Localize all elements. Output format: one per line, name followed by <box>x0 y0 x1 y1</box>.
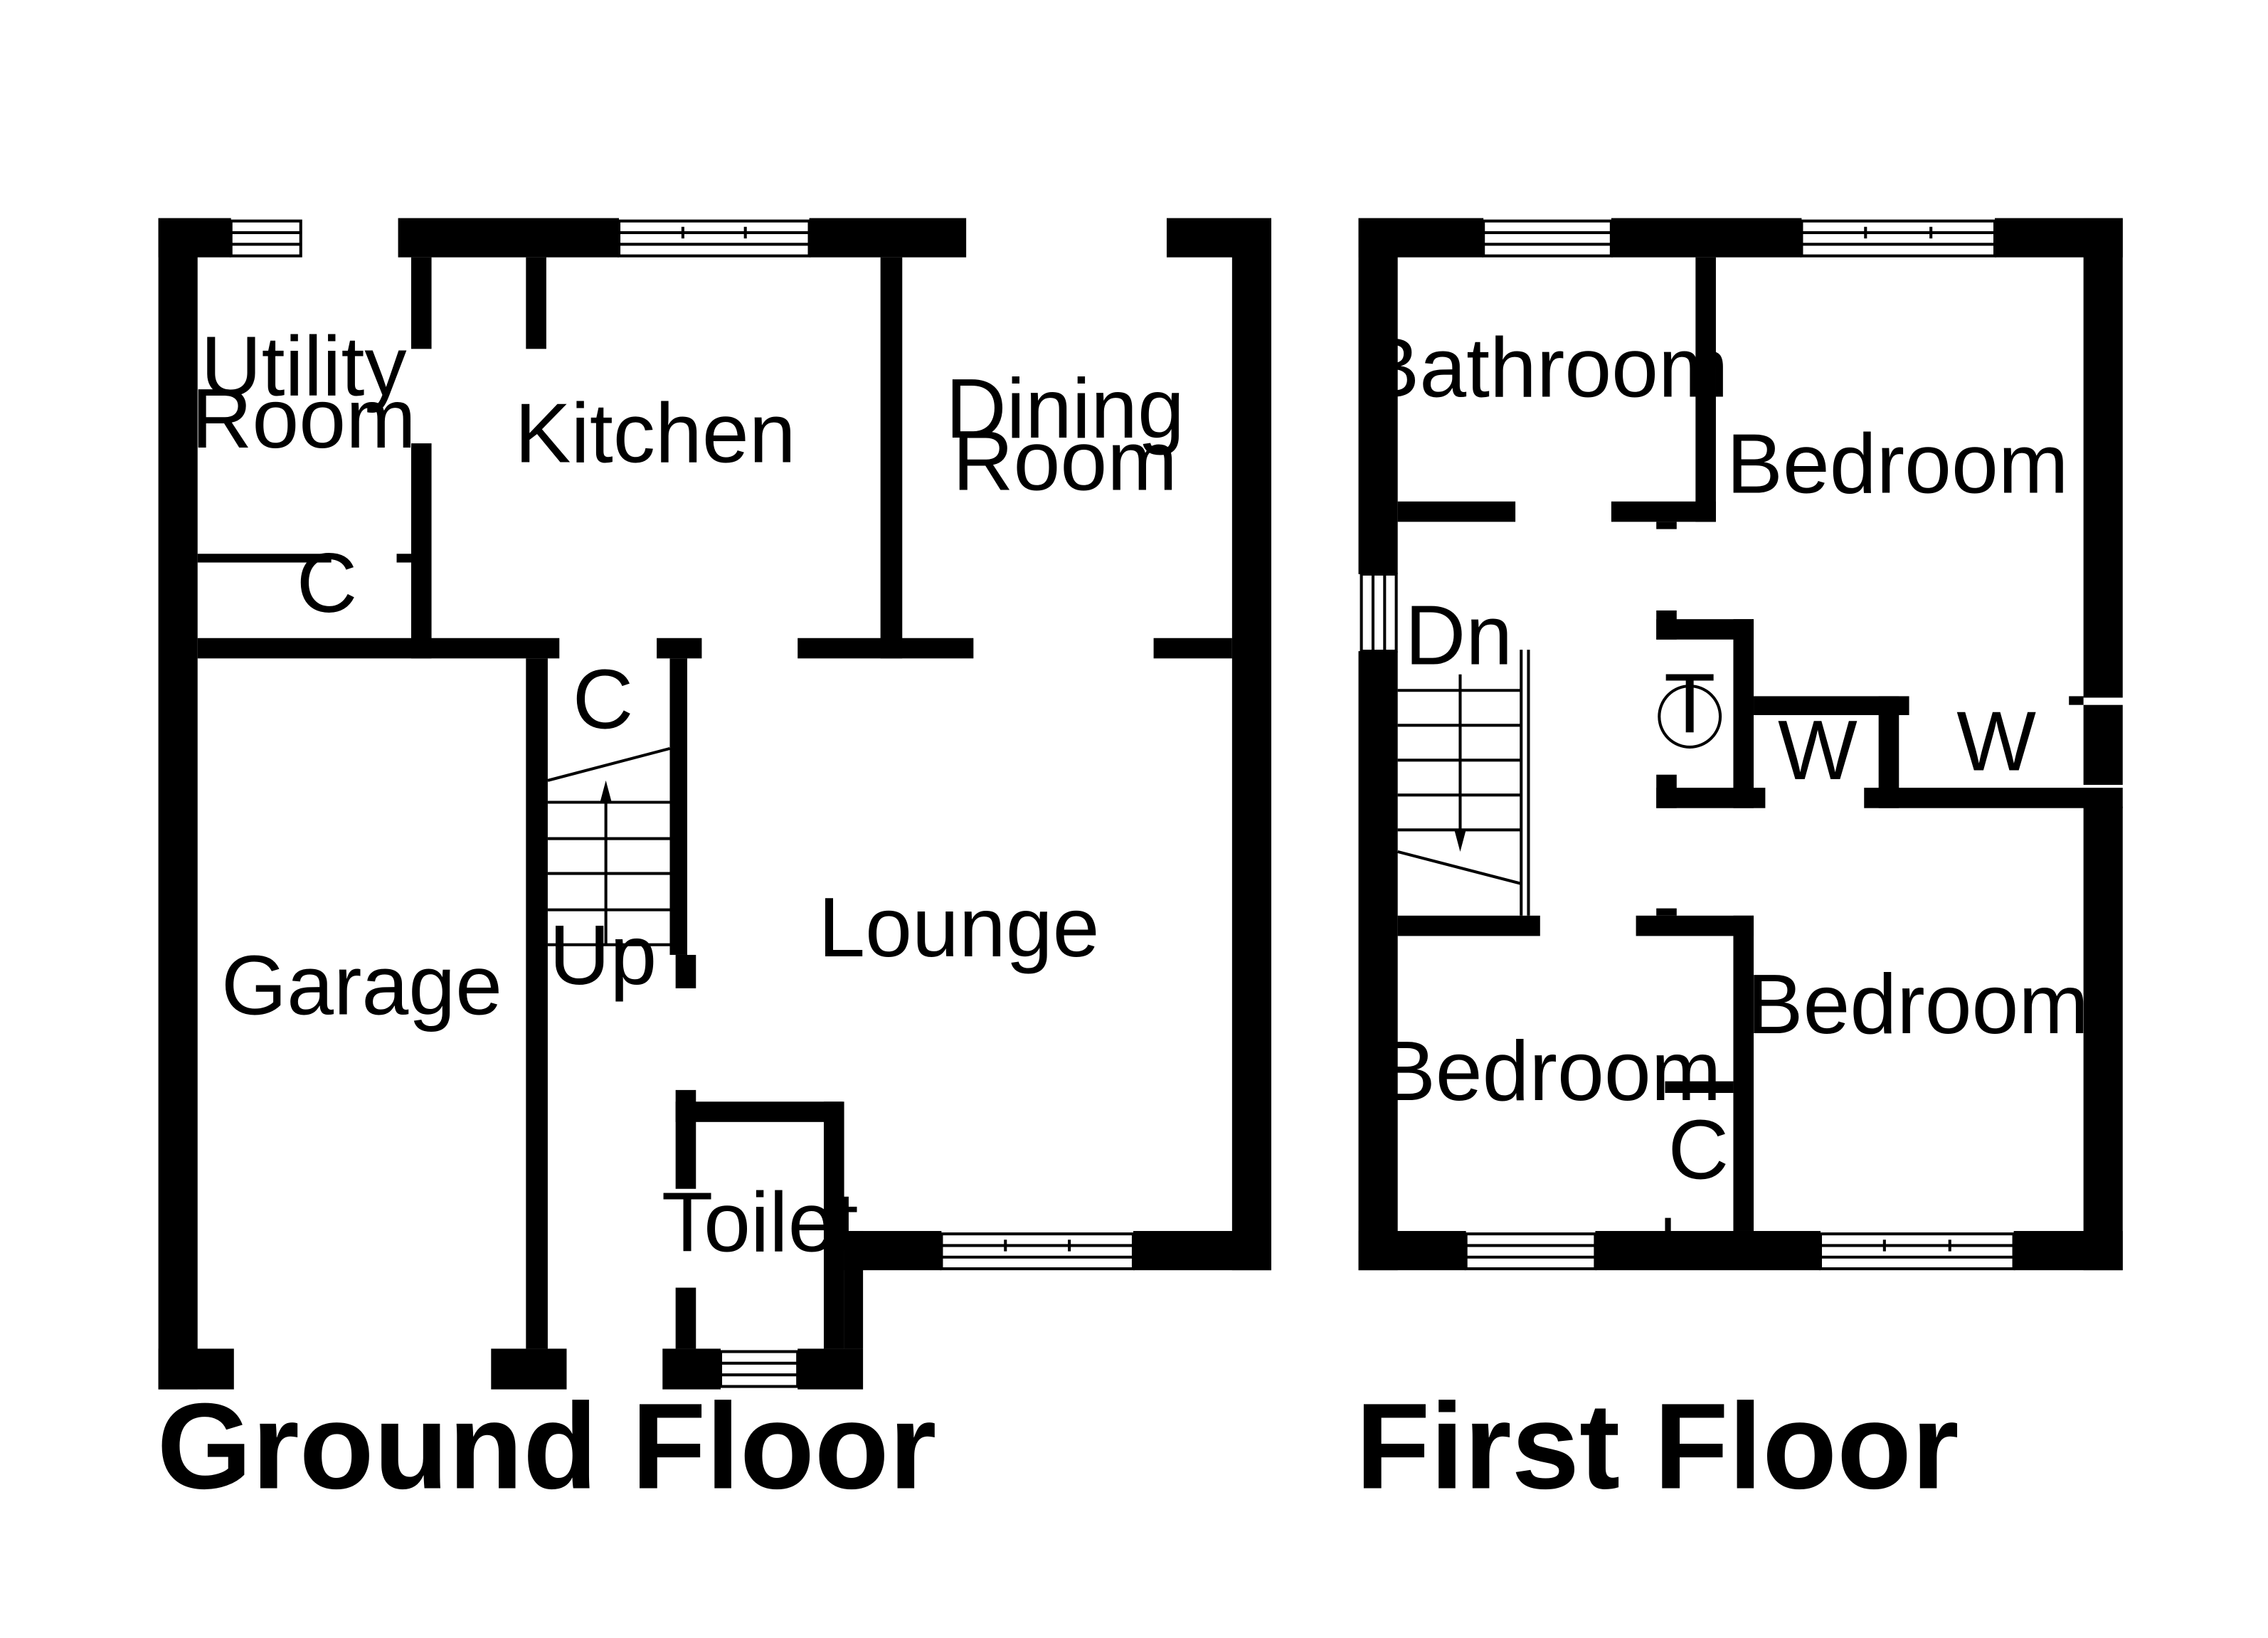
ground-floor-windows <box>229 219 1135 1388</box>
water-tank-icon <box>1658 685 1722 749</box>
stair-cupboard-label: C <box>573 652 634 746</box>
ground-floor-walls <box>158 218 1271 1390</box>
first-floor-labels: Bathroom Bedroom Dn T W W Bedroom Bedroo… <box>1363 322 2089 1198</box>
utility-cupboard-label: C <box>297 537 358 630</box>
stair-down-arrow-icon <box>1454 830 1466 852</box>
bedroom-3-label: Bedroom <box>1379 1025 1722 1119</box>
bedroom-2-label: Bedroom <box>1747 958 2089 1052</box>
first-floor-walls <box>1358 218 2123 1271</box>
wardrobe-1-label: W <box>1778 704 1858 798</box>
stair-up-arrow-icon <box>600 780 612 803</box>
bedroom-1-label: Bedroom <box>1727 418 2069 512</box>
bathroom-label: Bathroom <box>1363 322 1728 416</box>
first-floor-title: First Floor <box>1355 1378 1959 1514</box>
bedroom-cupboard-label: C <box>1668 1103 1729 1197</box>
first-floor-windows <box>1360 219 2015 1271</box>
dining-room-label-line1: Dining <box>945 362 1185 456</box>
garage-label: Garage <box>221 939 502 1033</box>
toilet-label: Toilet <box>662 1176 859 1270</box>
wardrobe-2-label: W <box>1956 695 2036 789</box>
kitchen-label: Kitchen <box>515 387 796 481</box>
tank-label: T <box>1664 657 1715 751</box>
first-floor-stairs <box>1397 650 1530 916</box>
lounge-label: Lounge <box>818 881 1099 975</box>
ground-floor-labels: Utility Room Kitchen Dining Room C C Up … <box>191 320 1185 1270</box>
utility-room-label-line1: Utility <box>201 320 407 414</box>
dining-room-label-line2: Room <box>953 414 1177 508</box>
ground-floor-stairs <box>547 746 671 946</box>
ground-floor-title: Ground Floor <box>157 1378 937 1514</box>
utility-room-label-line2: Room <box>191 372 416 466</box>
stairs-down-label: Dn <box>1405 588 1512 682</box>
stairs-up-label: Up <box>549 909 657 1003</box>
